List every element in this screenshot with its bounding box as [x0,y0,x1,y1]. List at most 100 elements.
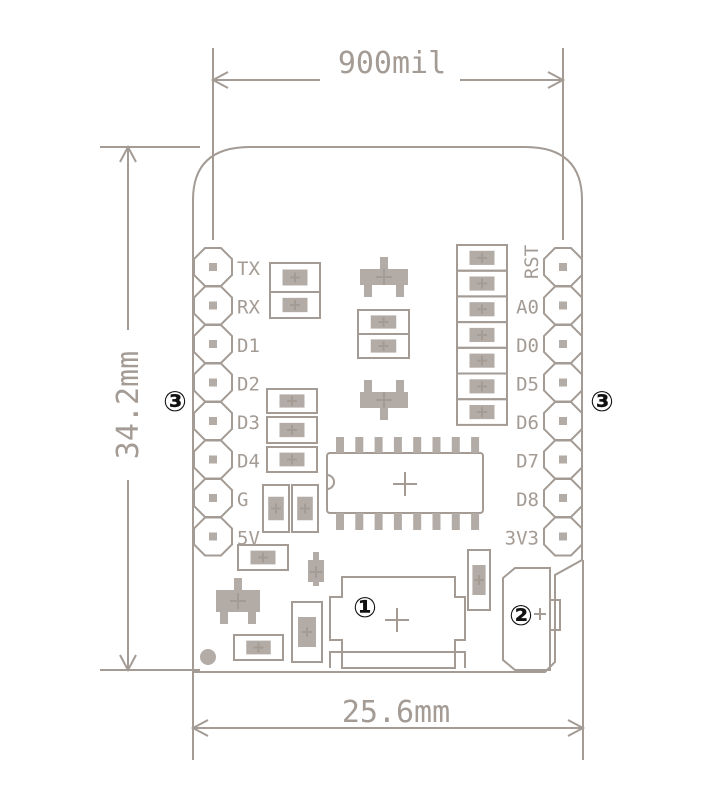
ic-pin [374,437,383,453]
pin-label: RX [237,297,260,319]
center-mark [287,396,297,406]
resistor-outline [237,544,289,571]
center-mark [477,355,487,366]
center-mark [385,608,409,632]
center-mark [290,300,300,310]
header-pin: D4 [193,439,260,480]
pin-pad [559,263,567,271]
resistor-outline [467,549,491,611]
pin-label: TX [237,258,260,280]
resistor-outline [233,634,284,661]
header-pin: D5 [516,362,583,403]
center-mark [300,503,310,514]
pin-label: D4 [237,451,260,473]
callout-header-right: ③ [590,385,614,418]
pin-label: D3 [237,412,260,434]
pin-label: G [237,489,248,511]
pin-pad [559,532,567,541]
resistor-outline [357,333,410,359]
pin-outline [193,516,233,557]
center-mark [258,552,268,563]
header-pin: D3 [193,401,260,441]
pin-pad [209,494,217,502]
header-pin: RST [521,245,583,287]
pin-pad [209,378,217,387]
pin-label: A0 [516,297,539,319]
center-mark [474,575,484,585]
fiducial-dot [200,649,216,665]
center-mark [230,593,246,609]
resistor-outline [456,398,508,426]
header-pin: D8 [516,478,583,518]
pin-label: D8 [516,489,539,511]
pin-label: D1 [237,335,260,357]
pin-label: D0 [516,335,539,357]
dimension-top: 900mil [210,46,566,240]
sot-lead [364,380,372,392]
ic-chip [326,437,484,530]
center-mark [310,566,322,578]
smd-resistor [262,484,290,533]
smd-resistor [266,388,318,414]
connector-outline [502,567,551,671]
center-mark [477,278,487,289]
sot-transistor [360,257,408,297]
side-connector [502,567,561,671]
sot-transistor [216,578,260,624]
header-pin: D1 [193,324,260,364]
ic-pin [374,513,383,530]
ic-pin [451,437,460,453]
center-mark [534,608,546,620]
center-mark [477,407,487,418]
dimension-top-label: 900mil [338,46,446,81]
smd-resistor [291,484,319,533]
resistor-outline [266,388,318,414]
smd-resistor [456,269,508,298]
center-mark [393,472,417,496]
header-pin: RX [193,285,260,326]
ic-pin [355,513,364,530]
pin-label: D7 [516,451,539,473]
ic-body [326,452,484,514]
usb-connector [329,576,466,669]
center-mark [378,317,389,327]
callout-header-left: ③ [163,385,187,418]
pin-label: RST [521,245,543,279]
pin-pad [559,494,567,502]
resistor-outline [266,446,318,473]
pin-pad [209,417,217,425]
ic-pin [413,513,422,530]
center-mark [477,304,487,315]
header-pin: A0 [516,285,583,326]
ic-pin [393,513,402,530]
header-pin: D7 [516,439,583,480]
pin-pad [559,378,567,387]
ic-pin [471,513,480,530]
smd-resistor [266,446,318,473]
dimension-bottom: 25.6mm [190,560,586,760]
pin-pad [559,455,567,464]
center-mark [271,503,281,514]
sot-lead [364,285,372,297]
pin-pad [209,532,217,541]
pin-pad [209,301,217,310]
pin-pad [559,417,567,425]
smd-resistor [456,295,508,324]
smd-resistor [269,262,321,293]
center-mark [378,341,389,351]
pin-pad [209,340,217,348]
center-mark [376,392,392,408]
smd-resistor [291,601,323,663]
header-pin: G [193,478,248,518]
dimension-left-label: 34.2mm [111,351,146,459]
sot-lead [220,612,228,624]
center-mark [477,329,487,340]
usb-lip [329,651,466,668]
sot-lead [248,612,256,624]
callout-connector: ② [509,599,533,632]
sot-lead [396,285,404,297]
ic-pin [355,437,364,453]
ic-pin [432,513,441,530]
smd-resistor [266,416,318,444]
